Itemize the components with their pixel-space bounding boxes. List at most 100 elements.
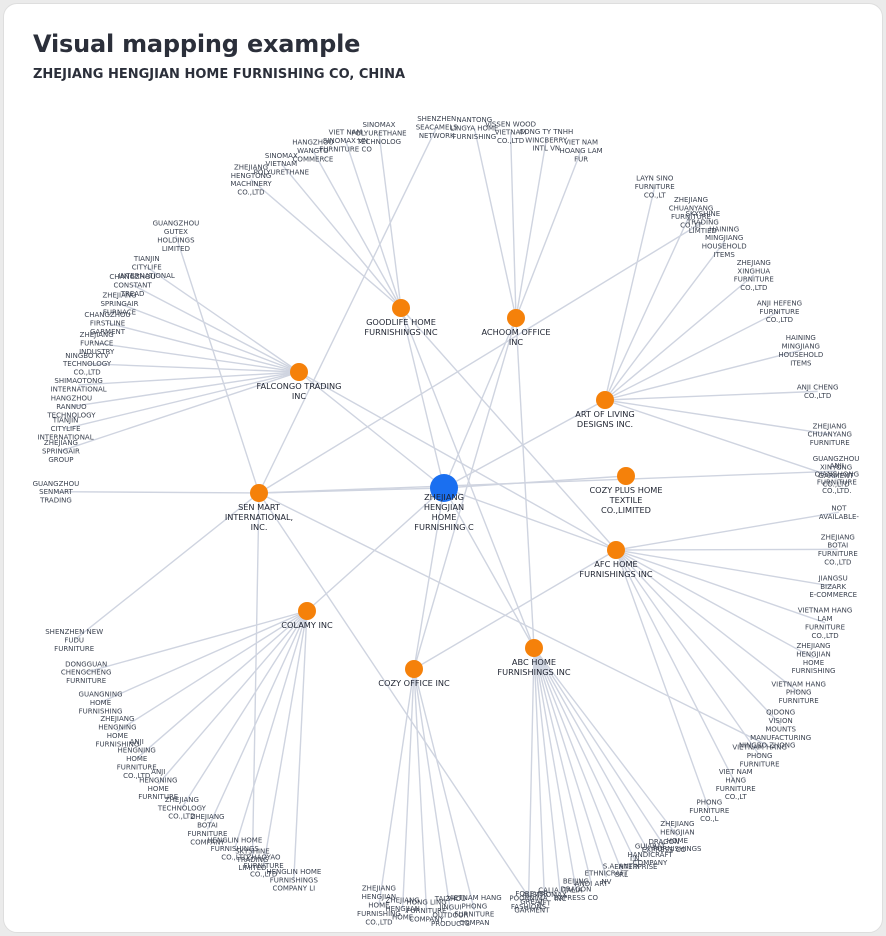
leaf-label: ANDI ART: [575, 880, 609, 888]
edge-artofliving-leaf-30: [604, 241, 725, 401]
edge-center-afc: [443, 487, 617, 551]
hub-node-goodlife[interactable]: [392, 299, 410, 317]
edge-cozyoffice-leaf-61: [401, 668, 415, 909]
edge-abc-leaf-51: [533, 647, 622, 871]
edge-center-abc: [443, 487, 535, 649]
center-node[interactable]: [430, 474, 458, 502]
edge-colamy-leaf-67: [157, 610, 308, 785]
edge-center-senmart: [258, 487, 445, 494]
hub-node-colamy[interactable]: [298, 602, 316, 620]
edge-senmart-leaf-24: [258, 492, 768, 746]
edge-goodlife-leaf-2: [312, 150, 402, 309]
edge-achoom-leaf-7: [515, 139, 547, 319]
hub-node-artofliving[interactable]: [596, 391, 614, 409]
edge-achoom-leaf-8: [515, 150, 582, 319]
edge-colamy-leaf-69: [206, 610, 308, 830]
edge-achoom-abc: [515, 317, 535, 649]
hub-node-achoom[interactable]: [507, 309, 525, 327]
edge-senmart-leaf-21: [258, 126, 438, 494]
edge-abc-leaf-47: [533, 647, 678, 837]
hub-node-cozyoffice[interactable]: [405, 660, 423, 678]
hub-node-afc[interactable]: [607, 541, 625, 559]
hub-node-falcongo[interactable]: [290, 363, 308, 381]
edge-falcongo-leaf-10: [132, 284, 300, 373]
hub-node-abc[interactable]: [525, 639, 543, 657]
edge-artofliving-leaf-28: [604, 186, 656, 401]
edge-abc-leaf-50: [533, 647, 637, 863]
leaf-label: I.N.ENTERPRISE: [614, 855, 657, 871]
page-title: Visual mapping example: [33, 30, 361, 58]
edge-center-goodlife: [400, 307, 445, 489]
edge-abc-leaf-48: [533, 647, 665, 846]
edge-artofliving-leaf-32: [604, 310, 780, 401]
edge-afc-leaf-43: [615, 549, 782, 726]
edge-senmart-leaf-23: [258, 470, 837, 494]
edge-falcongo-leaf-17: [65, 371, 300, 430]
edge-afc-leaf-37: [615, 511, 840, 551]
edge-afc-leaf-41: [615, 549, 814, 659]
edge-center-falcongo: [298, 371, 445, 489]
edge-center-cozyoffice: [413, 487, 445, 670]
hub-node-senmart[interactable]: [250, 484, 268, 502]
edge-artofliving-leaf-35: [604, 399, 830, 435]
edge-colamy-leaf-65: [117, 610, 308, 732]
hub-node-cozyplus[interactable]: [617, 467, 635, 485]
edge-senmart-leaf-20: [175, 235, 260, 494]
hub-label-cozyoffice: COZY OFFICE INC: [378, 678, 450, 688]
hub-label-colamy: COLAMY INC: [281, 620, 333, 630]
graph-edges: [55, 126, 840, 912]
edge-senmart-leaf-19: [55, 490, 260, 494]
edge-afc-leaf-38: [615, 548, 838, 551]
leaf-label: NINGBO ZHONG: [739, 742, 796, 750]
edge-abc-leaf-57: [527, 647, 535, 903]
edge-falcongo-leaf-16: [71, 371, 300, 408]
edge-afc-leaf-46: [615, 549, 710, 811]
edge-colamy-leaf-70: [234, 610, 308, 849]
edge-afc-leaf-42: [615, 549, 800, 693]
edge-cozyoffice-leaf-62: [378, 668, 415, 906]
